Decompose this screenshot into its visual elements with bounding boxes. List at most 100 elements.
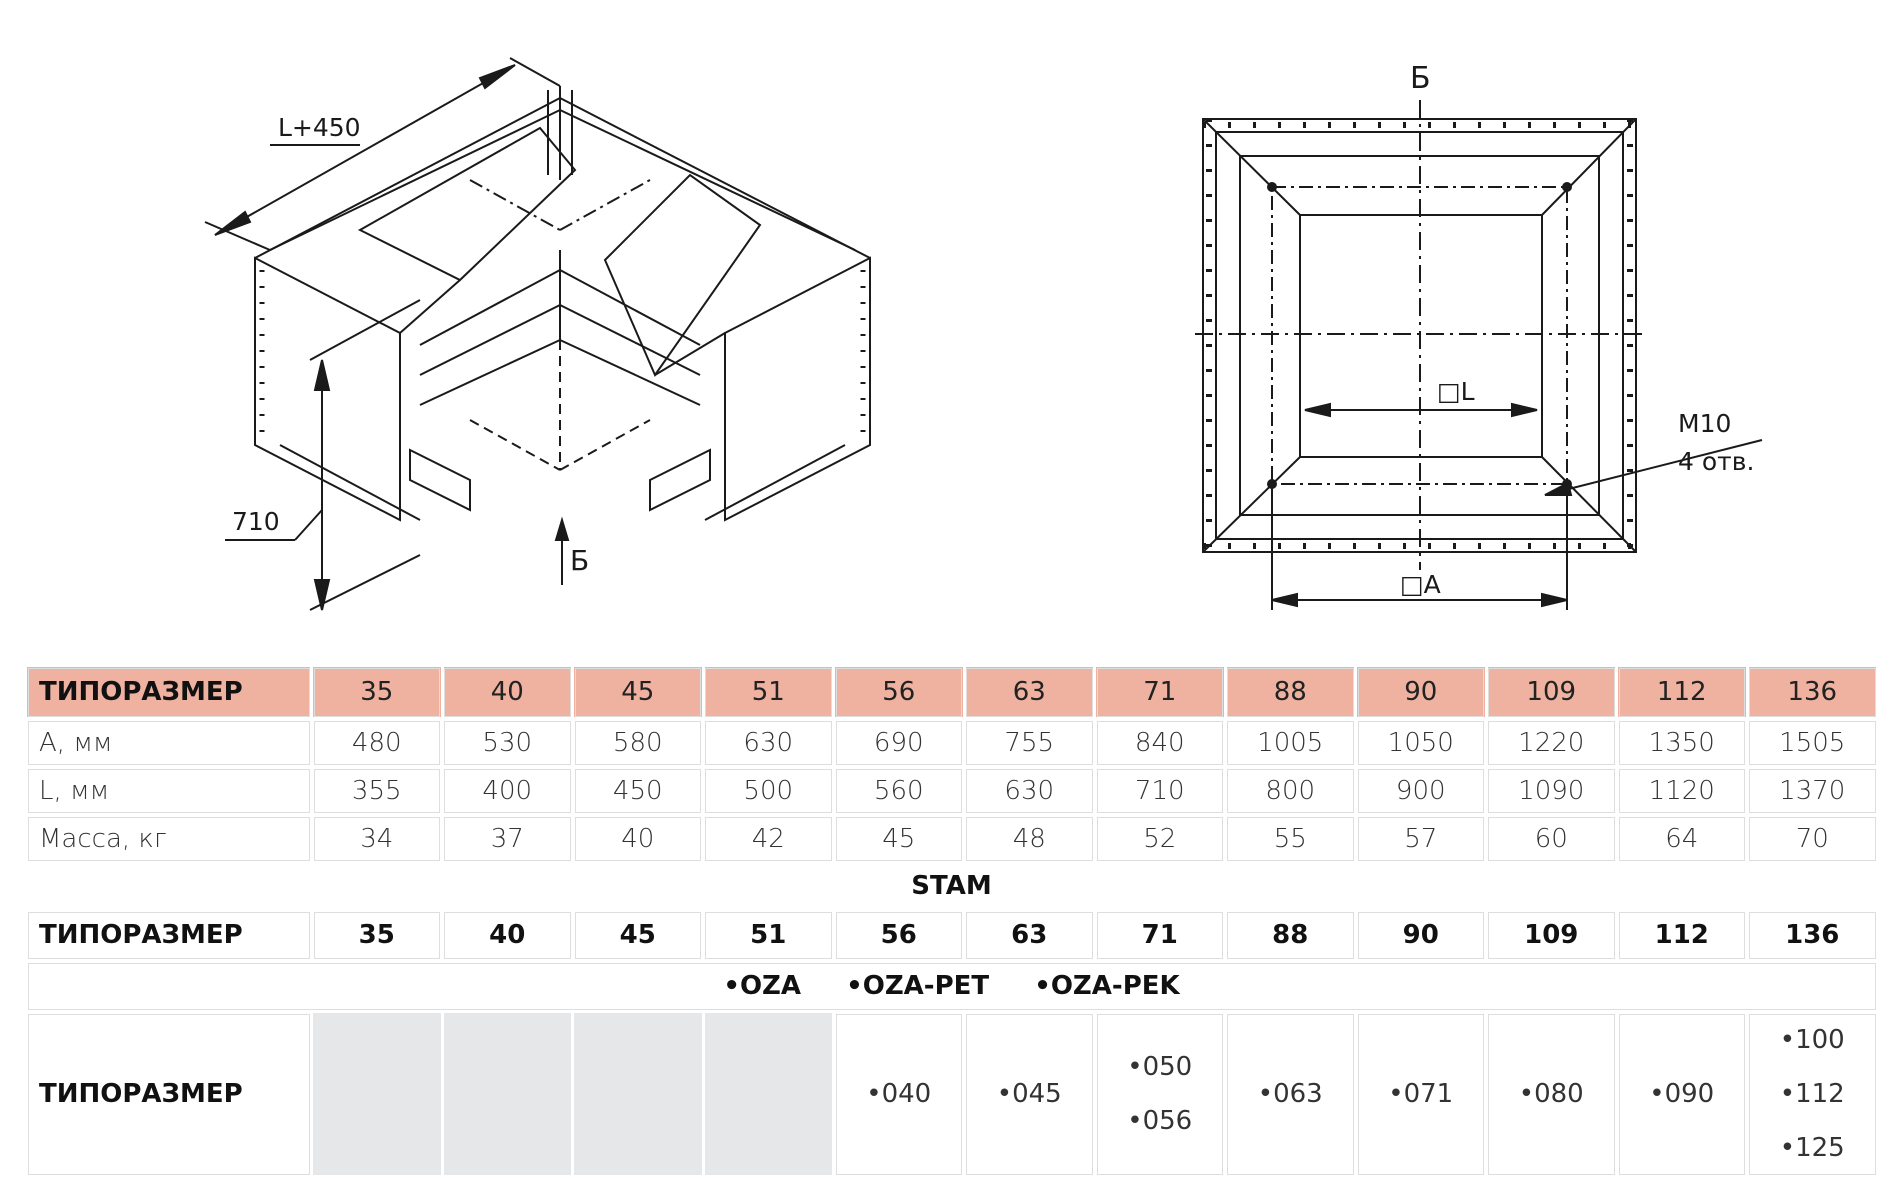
value-cell: 1090 [1484,765,1618,816]
series-label: •OZA-PET [846,971,990,1001]
size-cell: 63 [962,664,1096,720]
value-cell: 1005 [1223,717,1357,768]
size-cell: 40 [440,664,574,720]
size-cell: 109 [1484,664,1618,720]
empty-cell [701,1010,835,1178]
oza-size-value: •063 [1257,1079,1323,1109]
size-cell: 45 [571,664,705,720]
size-cell: 136 [1745,664,1879,720]
value-cell: 560 [832,765,966,816]
size-header-label: ТИПОРАЗМЕР [24,664,313,720]
size-header-row: ТИПОРАЗМЕР 35 40 45 51 56 63 71 88 90 10… [24,664,1879,720]
oza-size-cell: •090 [1615,1010,1749,1178]
value-cell: 1350 [1615,717,1749,768]
series-label: •OZA [723,971,802,1001]
value-cell: 580 [571,717,705,768]
value-cell: 40 [571,813,705,864]
stam-caption: STAM [24,861,1879,911]
dim-inner-label: □L [1437,377,1475,406]
table-row: A, мм 480 530 580 630 690 755 840 1005 1… [24,717,1879,768]
iso-dim-height: 710 [232,507,280,536]
oza-size-cell: •080 [1484,1010,1618,1178]
oza-size-value: •080 [1518,1079,1584,1109]
size-cell: 56 [832,664,966,720]
stam-size-cell: 109 [1484,908,1618,962]
value-cell: 840 [1093,717,1227,768]
value-cell: 800 [1223,765,1357,816]
empty-cell [310,1010,444,1178]
value-cell: 630 [962,765,1096,816]
empty-cell [440,1010,574,1178]
oza-size-value: •071 [1388,1079,1454,1109]
stam-size-cell: 88 [1223,908,1357,962]
stam-size-cell: 112 [1615,908,1749,962]
oza-size-cell: •040 [832,1010,966,1178]
value-cell: 45 [832,813,966,864]
value-cell: 630 [701,717,835,768]
top-section-mark: Б [1410,61,1431,96]
value-cell: 64 [1615,813,1749,864]
value-cell: 355 [310,765,444,816]
iso-dim-length: L+450 [278,113,361,142]
oza-size-cell: •045 [962,1010,1096,1178]
value-cell: 55 [1223,813,1357,864]
value-cell: 450 [571,765,705,816]
oza-size-value: •050 [1127,1052,1193,1082]
series-caption: •OZA •OZA-PET •OZA-PEK [24,959,1879,1013]
stam-size-cell: 63 [962,908,1096,962]
stam-size-cell: 45 [571,908,705,962]
dim-outer-label: □A [1400,570,1441,599]
oza-size-row: ТИПОРАЗМЕР •040 •045 •050•056 •063 •071 … [24,1010,1879,1178]
value-cell: 70 [1745,813,1879,864]
series-label: •OZA-PEK [1034,971,1180,1001]
size-cell: 51 [701,664,835,720]
oza-size-value: •100 [1779,1025,1845,1055]
stam-size-row: ТИПОРАЗМЕР 35 40 45 51 56 63 71 88 90 10… [24,908,1879,962]
value-cell: 500 [701,765,835,816]
stam-size-cell: 71 [1093,908,1227,962]
size-cell: 35 [310,664,444,720]
top-view [1195,100,1763,610]
size-cell: 90 [1354,664,1488,720]
bolt-spec-label: M10 [1678,409,1731,438]
value-cell: 1120 [1615,765,1749,816]
row-label: A, мм [24,717,313,768]
bolt-count-label: 4 отв. [1678,447,1754,476]
value-cell: 60 [1484,813,1618,864]
table-row: L, мм 355 400 450 500 560 630 710 800 90… [24,765,1879,816]
oza-size-value: •090 [1649,1079,1715,1109]
row-label: L, мм [24,765,313,816]
oza-size-value: •112 [1779,1079,1845,1109]
stam-size-cell: 56 [832,908,966,962]
spec-table: ТИПОРАЗМЕР 35 40 45 51 56 63 71 88 90 10… [24,664,1879,1178]
oza-size-cell: •050•056 [1093,1010,1227,1178]
value-cell: 480 [310,717,444,768]
stam-size-cell: 90 [1354,908,1488,962]
size-cell: 71 [1093,664,1227,720]
value-cell: 37 [440,813,574,864]
value-cell: 690 [832,717,966,768]
value-cell: 57 [1354,813,1488,864]
size-cell: 112 [1615,664,1749,720]
stam-size-cell: 40 [440,908,574,962]
oza-size-value: •125 [1779,1133,1845,1163]
value-cell: 530 [440,717,574,768]
oza-size-cell: •071 [1354,1010,1488,1178]
oza-size-value: •040 [866,1079,932,1109]
stam-size-cell: 35 [310,908,444,962]
stam-caption-row: STAM [24,861,1879,911]
value-cell: 1370 [1745,765,1879,816]
iso-section-mark: Б [570,544,589,577]
table-row: Масса, кг 34 37 40 42 45 48 52 55 57 60 … [24,813,1879,864]
empty-cell [571,1010,705,1178]
size-cell: 88 [1223,664,1357,720]
value-cell: 755 [962,717,1096,768]
stam-size-cell: 136 [1745,908,1879,962]
oza-size-value: •045 [996,1079,1062,1109]
oza-size-label: ТИПОРАЗМЕР [24,1010,313,1178]
value-cell: 1050 [1354,717,1488,768]
stam-size-label: ТИПОРАЗМЕР [24,908,313,962]
value-cell: 1220 [1484,717,1618,768]
value-cell: 400 [440,765,574,816]
series-row: •OZA •OZA-PET •OZA-PEK [24,959,1879,1013]
